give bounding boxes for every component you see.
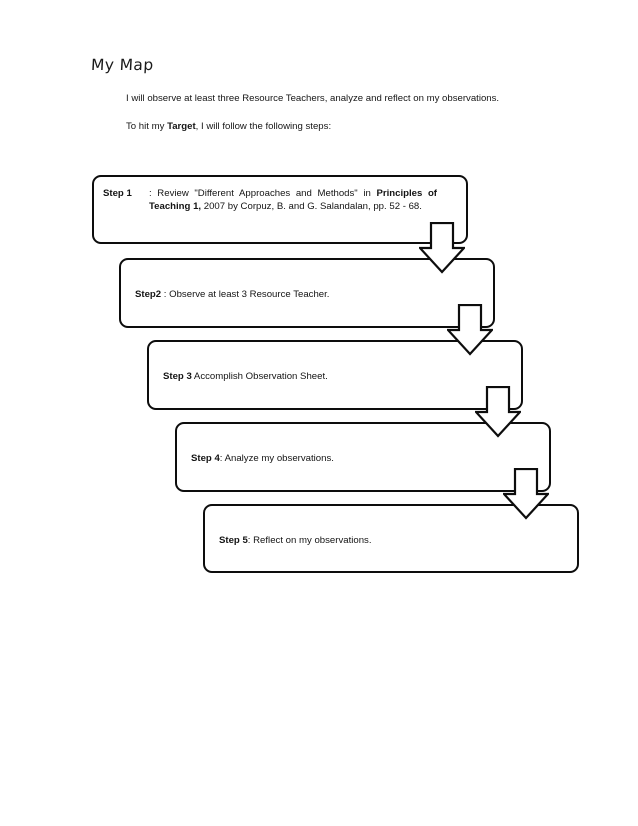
down-block-arrow-icon (475, 386, 521, 438)
flow-step-box-2[interactable]: Step2 : Observe at least 3 Resource Teac… (119, 258, 495, 328)
flow-step-box-5[interactable]: Step 5: Reflect on my observations. (203, 504, 579, 573)
step-2-label: Step2 (135, 289, 162, 300)
flow-step-box-1[interactable]: Step 1 : Review "Different Approaches and… (92, 175, 468, 244)
step-1-line-2-bold: Principles of Teaching 1, (149, 188, 438, 213)
step-4-label: Step 4 (191, 453, 220, 464)
flow-step-text-4: Step 4: Analyze my observations. (191, 452, 334, 465)
step-3-body: Accomplish Observation Sheet. (191, 371, 328, 382)
step-1-label-number: 1 (126, 188, 132, 199)
step-2-body: : Observe at least 3 Resource Teacher. (161, 289, 330, 300)
step-3-label: Step 3 (163, 371, 192, 382)
step-1-line-1: : Review "Different Approaches and (149, 188, 312, 199)
target-keyword: Target (167, 121, 196, 132)
step-1-line-2-pre: Methods" in (317, 188, 377, 199)
down-block-arrow-icon (447, 304, 493, 356)
flow-step-text-5: Step 5: Reflect on my observations. (219, 534, 372, 547)
down-block-arrow-icon (503, 468, 549, 520)
step-1-line-4: 68. (408, 201, 422, 213)
flow-step-text-2: Step2 : Observe at least 3 Resource Teac… (135, 288, 329, 301)
flow-step-box-4[interactable]: Step 4: Analyze my observations. (175, 422, 551, 492)
flow-step-text-3: Step 3 Accomplish Observation Sheet. (163, 370, 328, 383)
target-suffix: , I will follow the following steps: (195, 121, 332, 132)
target-paragraph: To hit my Target, I will follow the foll… (126, 120, 331, 133)
down-block-arrow-icon (419, 222, 465, 274)
flow-step-text-1: Step 1 : Review "Different Approaches and… (103, 187, 437, 214)
step-1-label-word: Step (103, 188, 124, 199)
target-prefix: To hit my (126, 121, 168, 132)
step-5-label: Step 5 (219, 535, 248, 546)
intro-paragraph: I will observe at least three Resource T… (126, 93, 500, 104)
step-5-body: : Reflect on my observations. (247, 535, 372, 546)
step-4-body: : Analyze my observations. (219, 453, 334, 464)
step-1-line-3: 2007 by Corpuz, B. and G. Salandalan, pp… (203, 201, 406, 213)
flow-step-box-3[interactable]: Step 3 Accomplish Observation Sheet. (147, 340, 523, 410)
